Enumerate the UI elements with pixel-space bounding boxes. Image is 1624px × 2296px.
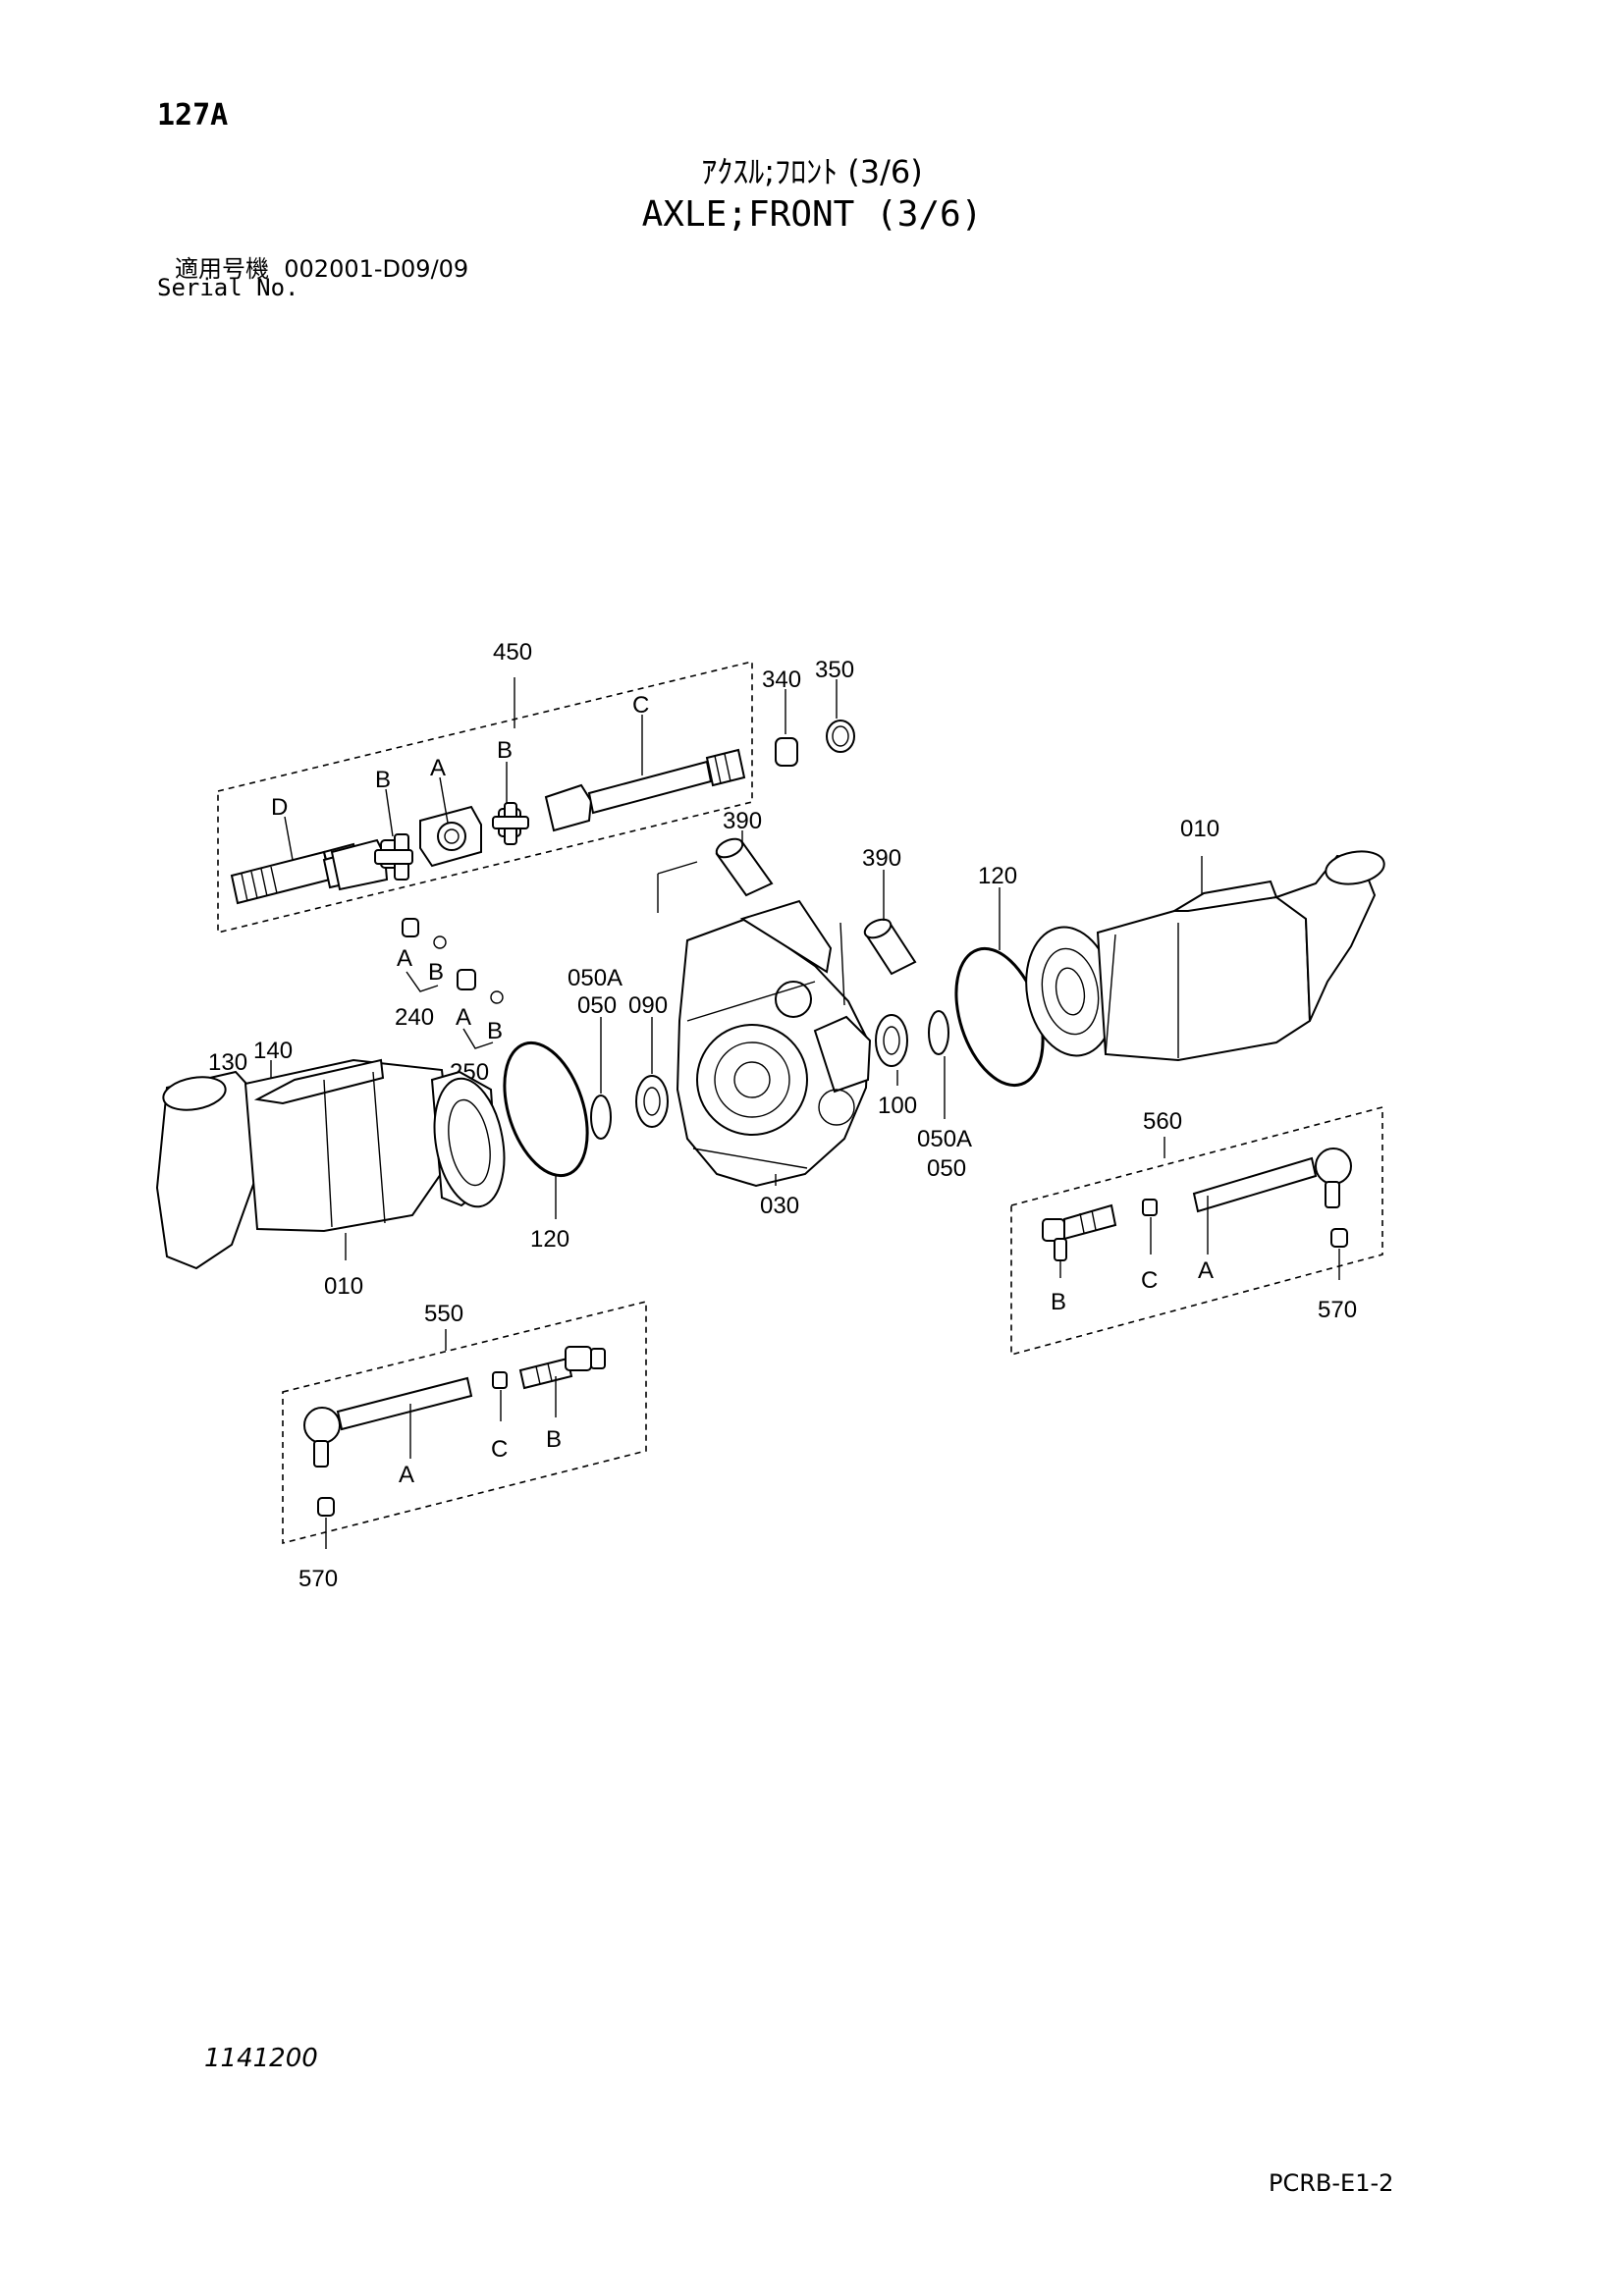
differential-housing-030[interactable]	[657, 861, 872, 1188]
bracket-250	[462, 1028, 494, 1049]
serial-label-japanese: 適用号機 002001-D09/09	[175, 249, 468, 284]
callout-130[interactable]: 130	[208, 1049, 247, 1076]
tie-rod-end-left[interactable]	[303, 1376, 473, 1468]
callout-240-b[interactable]: B	[428, 959, 444, 986]
serial-range: 002001-D09/09	[284, 255, 469, 283]
callout-120a[interactable]: 120	[978, 863, 1017, 889]
axle-housing-010-right[interactable]	[1016, 847, 1386, 1063]
shaft-c[interactable]	[544, 748, 746, 832]
axle-housing-010-left[interactable]	[155, 1058, 514, 1270]
callout-250-b[interactable]: B	[487, 1018, 503, 1044]
callout-240-a[interactable]: A	[397, 945, 412, 972]
bearing-100[interactable]	[875, 1014, 908, 1067]
callout-450[interactable]: 450	[493, 639, 532, 666]
callout-120b[interactable]: 120	[530, 1226, 569, 1253]
tie-rod-group-550: 550 A C B	[282, 1300, 647, 1545]
nut-570-right[interactable]	[1330, 1228, 1348, 1248]
bearing-090[interactable]	[635, 1075, 669, 1128]
callout-050a-left[interactable]: 050A	[568, 965, 623, 991]
callout-b6[interactable]: B	[546, 1426, 562, 1453]
callout-b2[interactable]: B	[497, 737, 513, 764]
tie-rod-end-right[interactable]	[1192, 1148, 1352, 1213]
callout-350[interactable]: 350	[815, 657, 854, 683]
bushing-390-upper[interactable]	[714, 835, 774, 897]
drive-shaft-group: 450 D B	[217, 639, 753, 934]
serial-label-jp-text: 適用号機	[175, 255, 269, 283]
callout-010-left[interactable]: 010	[324, 1273, 363, 1300]
inner-ball-joint-right[interactable]	[1042, 1203, 1117, 1261]
nut-c-left[interactable]	[492, 1371, 508, 1389]
bushing-390-lower[interactable]	[862, 916, 917, 976]
drawing-reference: 1141200	[204, 2044, 318, 2073]
callout-050-left[interactable]: 050	[577, 992, 617, 1019]
breather-240[interactable]	[402, 918, 447, 949]
tie-rod-group-560: 560 A C B	[1010, 1105, 1383, 1357]
breather-250[interactable]	[457, 969, 504, 1004]
callout-240[interactable]: 240	[395, 1004, 434, 1031]
page-title: AXLE;FRONT (3/6)	[641, 194, 983, 235]
callout-090[interactable]: 090	[628, 992, 668, 1019]
callout-a5[interactable]: A	[399, 1462, 414, 1488]
callout-b1[interactable]: B	[375, 767, 391, 793]
universal-cross-right[interactable]	[492, 802, 529, 845]
group-550-outline	[282, 1300, 647, 1545]
callout-340[interactable]: 340	[762, 667, 801, 693]
center-coupling[interactable]	[419, 805, 482, 868]
callout-010-right[interactable]: 010	[1180, 816, 1219, 842]
inner-ball-joint-left[interactable]	[518, 1346, 606, 1390]
leader-d	[284, 816, 294, 861]
bracket-240	[406, 971, 439, 992]
callout-550[interactable]: 550	[424, 1301, 463, 1327]
nut-570-left[interactable]	[317, 1497, 335, 1517]
callout-050-right[interactable]: 050	[927, 1155, 966, 1182]
callout-b5[interactable]: B	[1051, 1289, 1066, 1315]
seal-350[interactable]	[826, 720, 855, 753]
callout-c1[interactable]: C	[632, 692, 649, 719]
callout-390b[interactable]: 390	[862, 845, 901, 872]
o-ring-120-left[interactable]	[489, 1033, 603, 1187]
callout-c2[interactable]: C	[1141, 1267, 1158, 1294]
page-title-japanese: ｱｸｽﾙ;ﾌﾛﾝﾄ (3/6)	[701, 153, 923, 190]
callout-570-left[interactable]: 570	[298, 1566, 338, 1592]
callout-100[interactable]: 100	[878, 1093, 917, 1119]
callout-a1[interactable]: A	[430, 755, 446, 781]
callout-030[interactable]: 030	[760, 1193, 799, 1219]
callout-390a[interactable]: 390	[723, 808, 762, 834]
group-450-outline	[217, 660, 753, 934]
bushing-340[interactable]	[775, 737, 798, 767]
page-code: PCRB-E1-2	[1269, 2169, 1394, 2197]
leader-a1	[439, 776, 449, 824]
group-560-outline	[1010, 1105, 1383, 1357]
shim-050-left[interactable]	[590, 1095, 612, 1140]
callout-a4[interactable]: A	[1198, 1257, 1214, 1284]
callout-570-right[interactable]: 570	[1318, 1297, 1357, 1323]
serial-label: Serial No.	[157, 274, 299, 301]
callout-050a-right[interactable]: 050A	[917, 1126, 972, 1152]
callout-250-a[interactable]: A	[456, 1004, 471, 1031]
leader-b1	[385, 788, 394, 837]
callout-d[interactable]: D	[271, 794, 288, 821]
page-number: 127A	[157, 98, 229, 133]
callout-560[interactable]: 560	[1143, 1108, 1182, 1135]
callout-c3[interactable]: C	[491, 1436, 508, 1463]
universal-cross-left[interactable]	[374, 833, 413, 881]
callout-140[interactable]: 140	[253, 1038, 293, 1064]
nut-c-right[interactable]	[1142, 1199, 1158, 1216]
shim-050-right[interactable]	[928, 1010, 949, 1055]
